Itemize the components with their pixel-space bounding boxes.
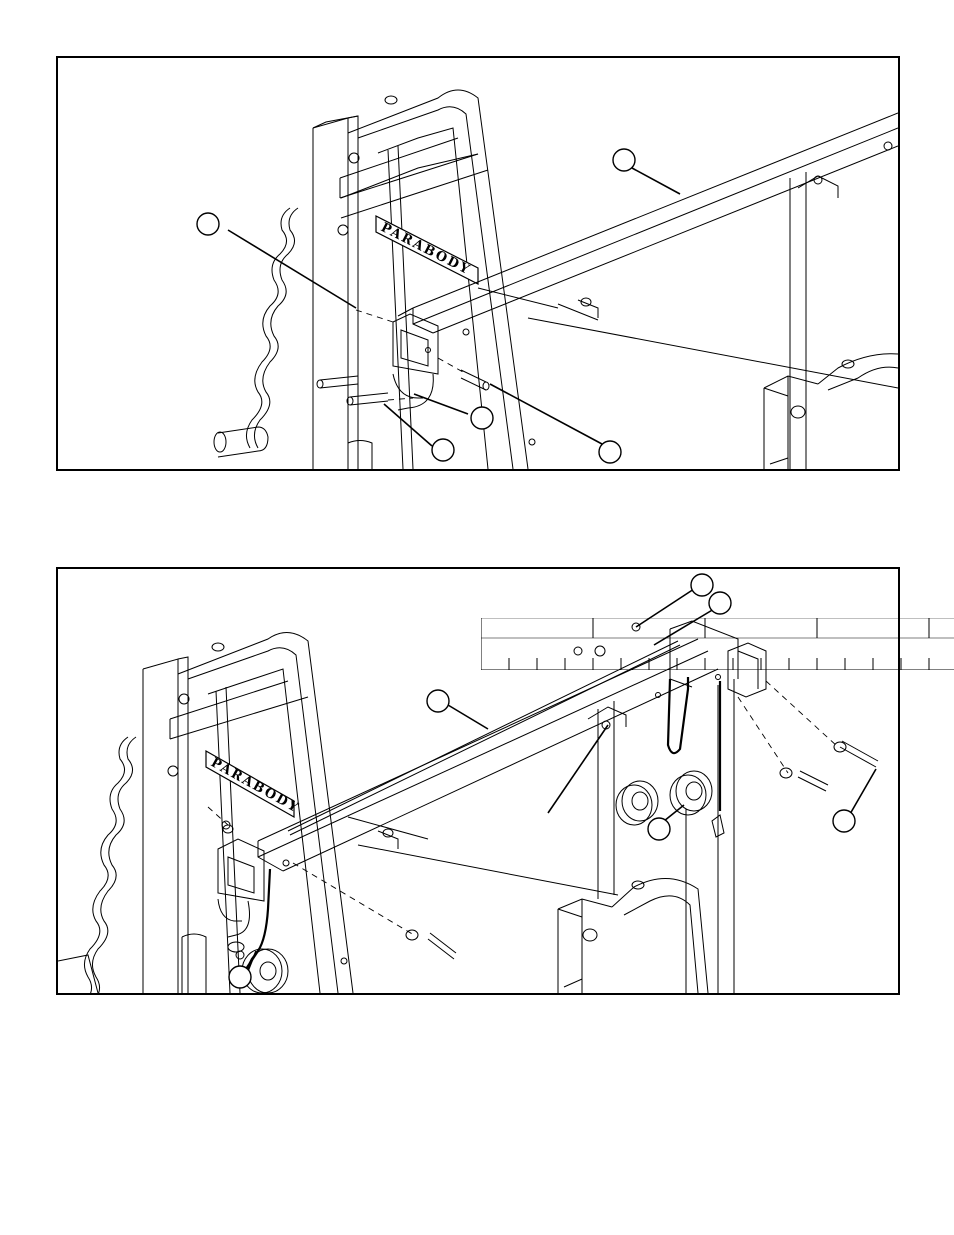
weight-horns <box>58 737 136 993</box>
top-assembly-figure: PARABODY <box>56 56 900 471</box>
callout-1 <box>691 574 713 596</box>
callout-1 <box>197 213 219 235</box>
callout-5 <box>833 810 855 832</box>
weight-horns <box>214 208 298 457</box>
callout-5 <box>599 441 621 463</box>
callout-2 <box>613 149 635 171</box>
top-assembly-drawing: PARABODY <box>58 58 898 469</box>
brand-logo-text: PARABODY <box>208 755 302 816</box>
lower-frame <box>348 172 898 469</box>
top-beam <box>258 639 718 871</box>
callout-4 <box>648 818 670 840</box>
fasteners <box>222 623 878 959</box>
lower-frame <box>341 679 734 993</box>
measurement-ruler <box>481 618 954 670</box>
left-upright-frame <box>313 90 528 469</box>
callout-4 <box>432 439 454 461</box>
pins <box>317 370 489 405</box>
callout-6 <box>229 966 251 988</box>
right-upright-frame <box>764 354 898 469</box>
callout-3 <box>427 690 449 712</box>
callout-3 <box>471 407 493 429</box>
top-beam <box>398 113 898 333</box>
left-upright-frame <box>143 632 353 993</box>
ruler-scale <box>481 618 954 670</box>
callout-2 <box>709 592 731 614</box>
